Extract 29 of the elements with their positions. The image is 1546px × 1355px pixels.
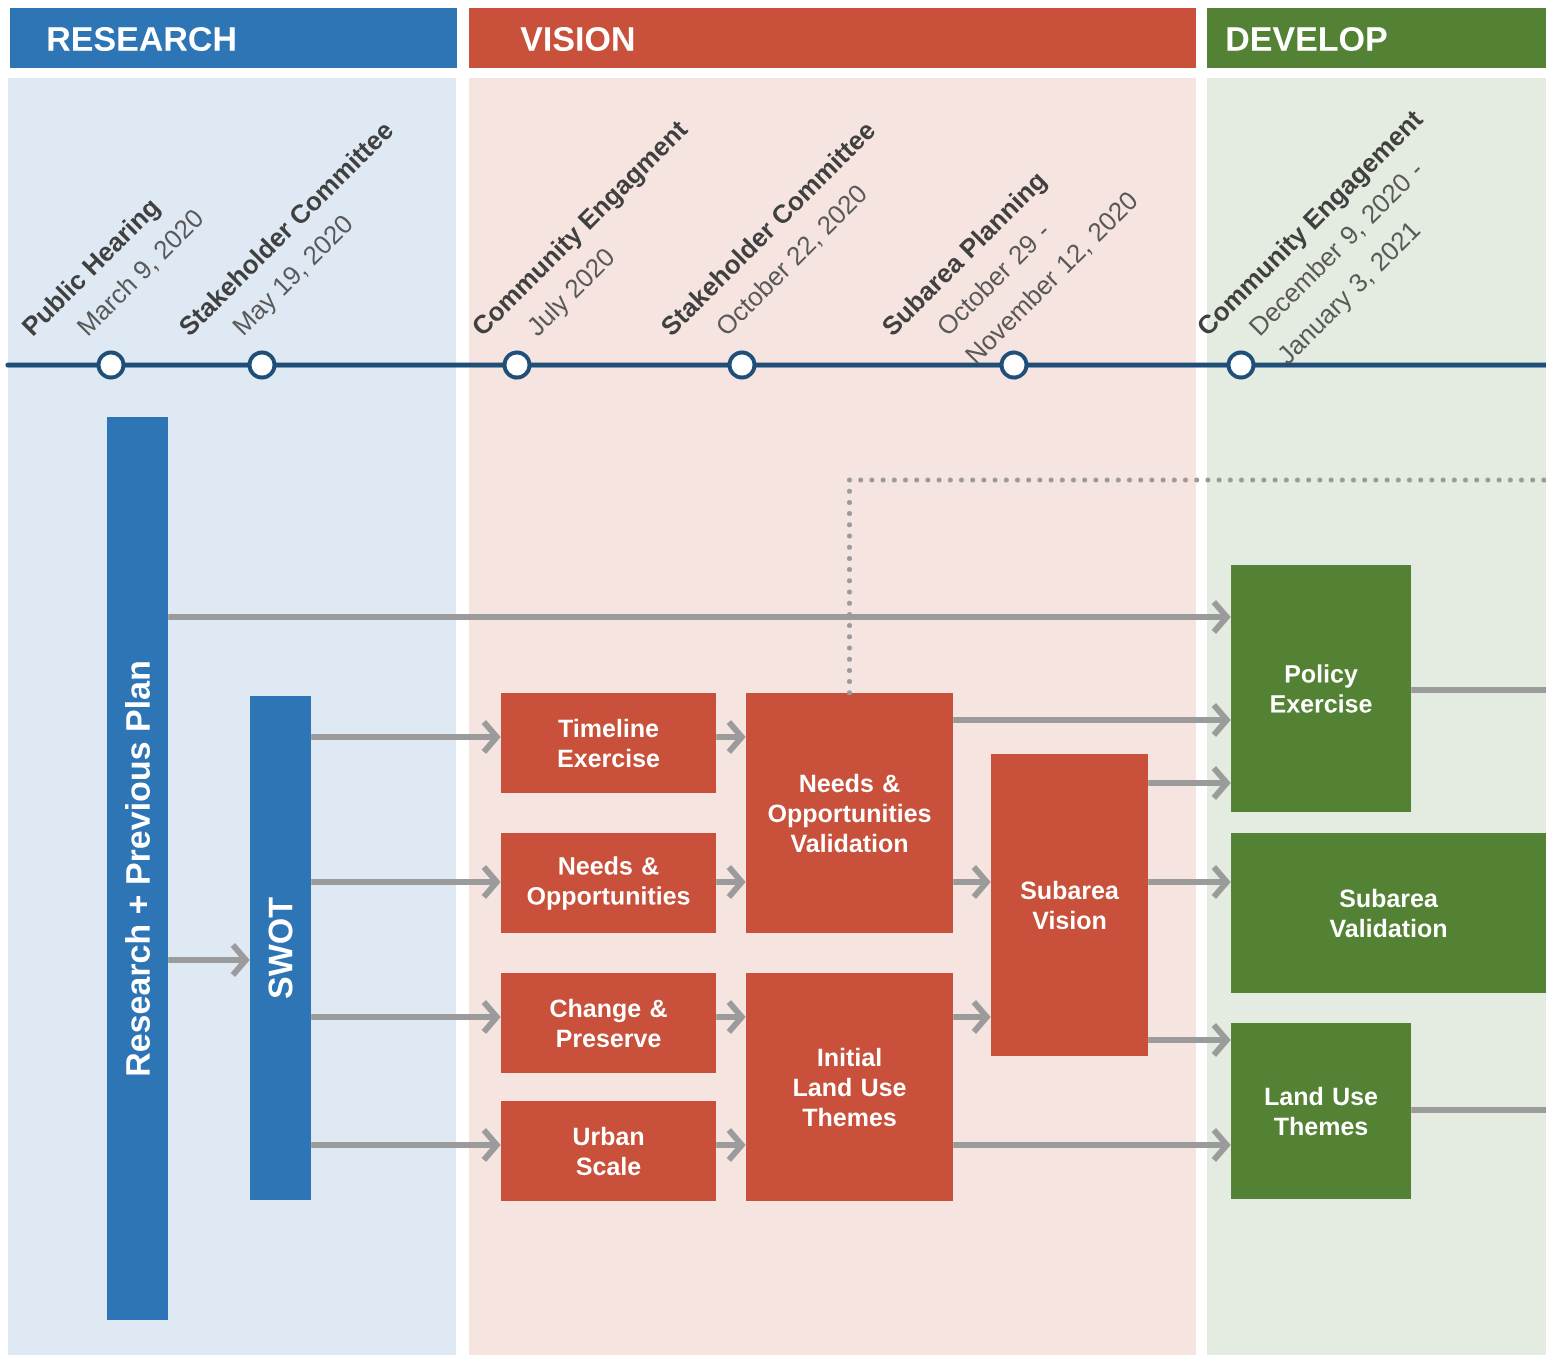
arrow: [311, 720, 501, 754]
connector-line: [1411, 687, 1546, 693]
dotted-line: [847, 477, 1546, 696]
process-box: Needs & Opportunities: [501, 833, 716, 933]
process-box: Initial Land Use Themes: [746, 973, 953, 1201]
phase-bar: Research + Previous Plan: [107, 417, 168, 1320]
arrow: [168, 600, 1231, 634]
node-label: RESEARCH: [48, 26, 235, 52]
node-label: VISION: [520, 26, 634, 52]
arrow: [1148, 1023, 1231, 1057]
phase-bar: SWOT: [250, 696, 311, 1200]
arrow: [311, 1000, 501, 1034]
arrow: [953, 1128, 1231, 1162]
arrow: [1148, 766, 1231, 800]
arrow: [168, 943, 250, 977]
arrow: [311, 865, 501, 899]
arrow: [1148, 865, 1231, 899]
process-box: Land Use Themes: [1231, 1023, 1411, 1199]
arrow: [311, 1128, 501, 1162]
process-box: Subarea Vision: [991, 754, 1148, 1056]
process-box: Policy Exercise: [1231, 565, 1411, 812]
process-box: Timeline Exercise: [501, 693, 716, 793]
process-box: Urban Scale: [501, 1101, 716, 1201]
connector-line: [1411, 1107, 1546, 1113]
process-box: Change & Preserve: [501, 973, 716, 1073]
arrow: [953, 703, 1231, 737]
process-box: Needs & Opportunities Validation: [746, 693, 953, 933]
node-label: DEVELOP: [1227, 26, 1387, 52]
process-box: Subarea Validation: [1231, 833, 1546, 993]
